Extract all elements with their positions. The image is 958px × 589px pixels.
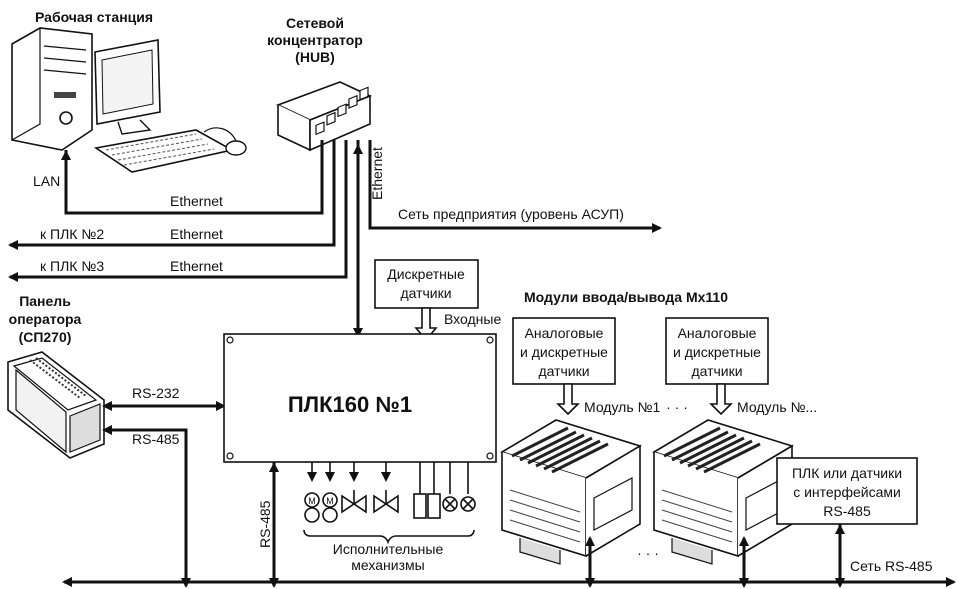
actuator-outputs <box>307 462 469 494</box>
relay-icon <box>413 493 441 519</box>
svg-text:M: M <box>308 496 316 506</box>
module1-sensors-line1: Аналоговые <box>525 325 604 341</box>
moduleN-sensors-box <box>665 317 769 385</box>
actuators-line2: механизмы <box>351 557 424 573</box>
rs485-devices-line2: с интерфейсами <box>793 484 901 500</box>
hub-ethernet-vertical-label: Ethernet <box>369 147 385 200</box>
svg-text:M: M <box>326 496 334 506</box>
rs485-devices-line1: ПЛК или датчики <box>792 465 902 481</box>
rs232-label: RS-232 <box>132 385 180 401</box>
io-module-1-icon <box>500 419 642 565</box>
actuators-brace <box>303 529 475 545</box>
hub-title-3: (HUB) <box>295 49 335 65</box>
hub-title-1: Сетевой <box>286 15 344 31</box>
ethernet-plc3-line <box>8 140 348 282</box>
module1-sensors-box <box>512 317 616 385</box>
ethernet-plc2-line <box>8 140 336 250</box>
workstation-lan-label: LAN <box>33 173 60 189</box>
operator-panel-title-2: оператора <box>9 311 82 327</box>
motor-icon-2: M <box>322 492 338 523</box>
modules-dots-bottom: · · · <box>637 545 659 561</box>
discrete-sensors-line2: датчики <box>400 285 451 301</box>
io-module-N-icon <box>652 419 794 565</box>
panel-rs485-label: RS-485 <box>132 431 180 447</box>
moduleN-input-arrow-icon <box>709 383 733 416</box>
moduleN-sensors-line3: датчики <box>691 363 742 379</box>
moduleN-sensors-line1: Аналоговые <box>678 325 757 341</box>
workstation-title: Рабочая станция <box>35 9 153 25</box>
hub-device-icon <box>275 81 373 152</box>
ethernet-ws-line <box>64 140 324 215</box>
operator-panel-device-icon <box>7 351 105 459</box>
hub-title-2: концентратор <box>267 32 363 48</box>
ethernet-plc3-label: Ethernet <box>170 258 223 274</box>
actuators-line1: Исполнительные <box>333 541 444 557</box>
modules-title: Модули ввода/вывода Мх110 <box>524 289 728 305</box>
ethernet-plc2-label: Ethernet <box>170 226 223 242</box>
motor-icon: M <box>304 492 320 523</box>
workstation-computer-icon <box>11 27 247 173</box>
plc-main-box <box>223 333 497 463</box>
moduleN-sensors-line2: и дискретные <box>673 344 761 360</box>
valve-icon <box>341 490 367 514</box>
discrete-sensors-box <box>374 259 479 309</box>
discrete-sensors-line1: Дискретные <box>387 266 465 282</box>
to-plc3-label: к ПЛК №3 <box>40 258 104 274</box>
rs485-devices-line3: RS-485 <box>823 503 871 519</box>
rs485-bus-label: Сеть RS-485 <box>850 558 933 574</box>
plc-rs485-vertical-label: RS-485 <box>257 500 273 548</box>
module1-label: Модуль №1 <box>584 399 661 415</box>
rs485-devices-box <box>776 457 918 525</box>
valve-icon-2 <box>373 490 399 514</box>
module1-sensors-line3: датчики <box>538 363 589 379</box>
to-plc2-label: к ПЛК №2 <box>40 226 104 242</box>
operator-panel-title-1: Панель <box>19 293 71 309</box>
panel-rs485-line <box>106 428 188 582</box>
enterprise-network-label: Сеть предприятия (уровень АСУП) <box>398 206 624 222</box>
moduleN-label: Модуль №... <box>737 399 817 415</box>
ethernet-ws-label: Ethernet <box>170 193 223 209</box>
operator-panel-title-3: (СП270) <box>19 329 72 345</box>
module1-sensors-line2: и дискретные <box>520 344 608 360</box>
lamp-icon <box>442 496 476 512</box>
input-signals-line1: Входные <box>444 311 501 327</box>
modules-dots-top: · · · <box>666 399 688 415</box>
plc-title: ПЛК160 №1 <box>288 392 412 417</box>
module1-input-arrow-icon <box>556 383 580 416</box>
enterprise-network-line <box>368 140 662 233</box>
